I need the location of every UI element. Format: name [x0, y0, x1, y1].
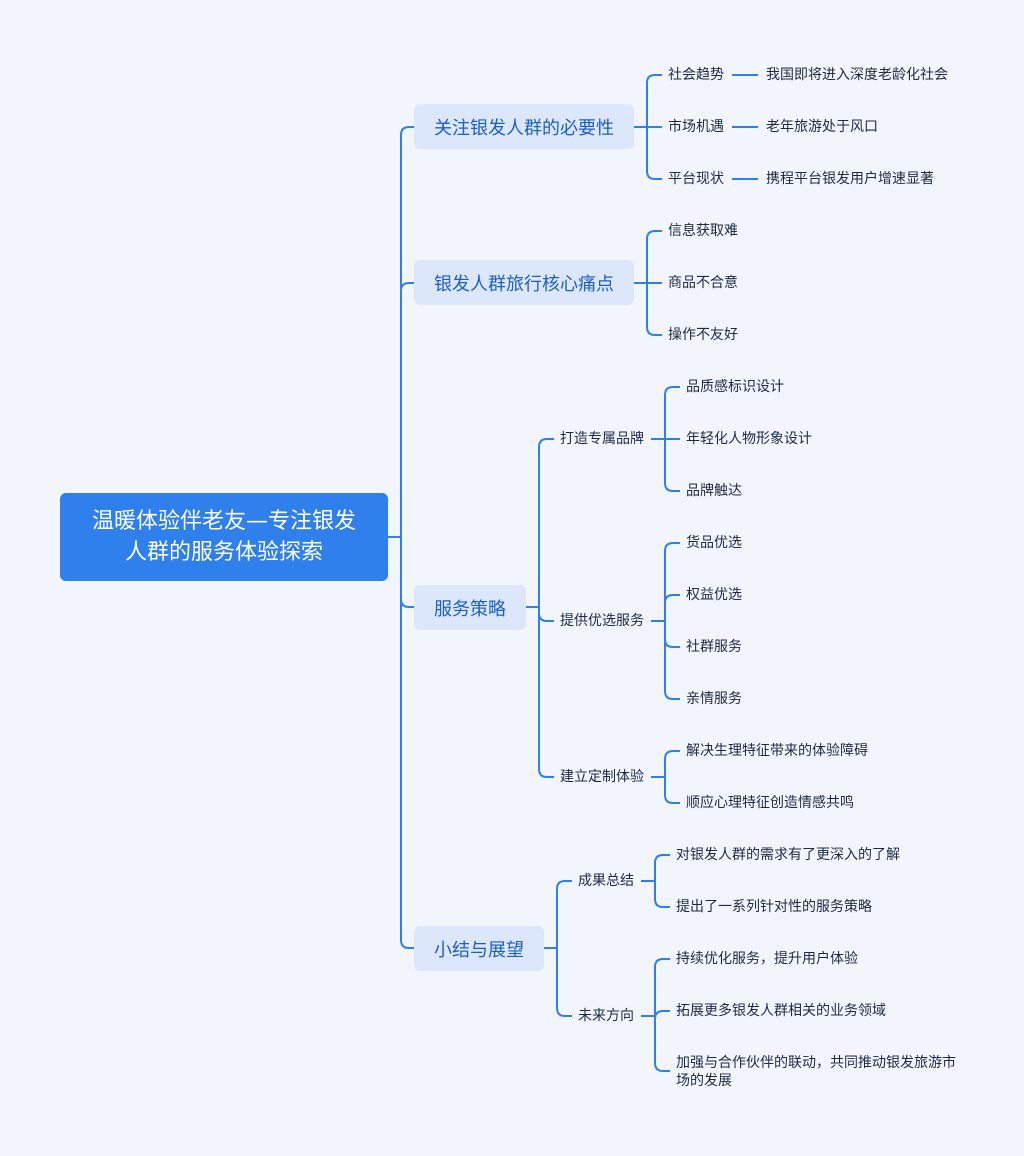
branch-service-strategy[interactable]: 服务策略: [414, 585, 526, 630]
node-preferred-service[interactable]: 提供优选服务: [560, 613, 644, 629]
node-summary-item[interactable]: 对银发人群的需求有了更深入的了解: [676, 847, 900, 863]
node-platform-status[interactable]: 平台现状: [668, 171, 724, 187]
branch-necessity[interactable]: 关注银发人群的必要性: [414, 104, 634, 149]
node-future-item[interactable]: 加强与合作伙伴的联动，共同推动银发旅游市场的发展: [676, 1055, 956, 1089]
branch-pain-points[interactable]: 银发人群旅行核心痛点: [414, 260, 634, 305]
node-results-summary[interactable]: 成果总结: [578, 873, 634, 889]
node-future-item[interactable]: 持续优化服务，提升用户体验: [676, 951, 858, 967]
node-market-opportunity[interactable]: 市场机遇: [668, 119, 724, 135]
node-experience-item[interactable]: 顺应心理特征创造情感共鸣: [686, 795, 854, 811]
node-service-item[interactable]: 货品优选: [686, 535, 742, 551]
node-future-item[interactable]: 拓展更多银发人群相关的业务领域: [676, 1003, 886, 1019]
branch-summary-outlook[interactable]: 小结与展望: [414, 926, 544, 971]
node-service-item[interactable]: 社群服务: [686, 639, 742, 655]
node-market-opportunity-detail[interactable]: 老年旅游处于风口: [766, 119, 878, 135]
root-topic[interactable]: 温暖体验伴老友—专注银发人群的服务体验探索: [60, 493, 388, 581]
node-service-item[interactable]: 权益优选: [686, 587, 742, 603]
node-info-access[interactable]: 信息获取难: [668, 223, 738, 239]
node-platform-status-detail[interactable]: 携程平台银发用户增速显著: [766, 171, 934, 187]
node-exclusive-brand[interactable]: 打造专属品牌: [560, 431, 644, 447]
node-operation-unfriendly[interactable]: 操作不友好: [668, 327, 738, 343]
node-brand-item[interactable]: 品质感标识设计: [686, 379, 784, 395]
node-brand-item[interactable]: 年轻化人物形象设计: [686, 431, 812, 447]
node-summary-item[interactable]: 提出了一系列针对性的服务策略: [676, 899, 872, 915]
node-product-fit[interactable]: 商品不合意: [668, 275, 738, 291]
node-experience-item[interactable]: 解决生理特征带来的体验障碍: [686, 743, 868, 759]
node-social-trend[interactable]: 社会趋势: [668, 67, 724, 83]
node-social-trend-detail[interactable]: 我国即将进入深度老龄化社会: [766, 67, 948, 83]
node-custom-experience[interactable]: 建立定制体验: [560, 769, 644, 785]
node-service-item[interactable]: 亲情服务: [686, 691, 742, 707]
node-future-direction[interactable]: 未来方向: [578, 1008, 634, 1024]
node-brand-item[interactable]: 品牌触达: [686, 483, 742, 499]
